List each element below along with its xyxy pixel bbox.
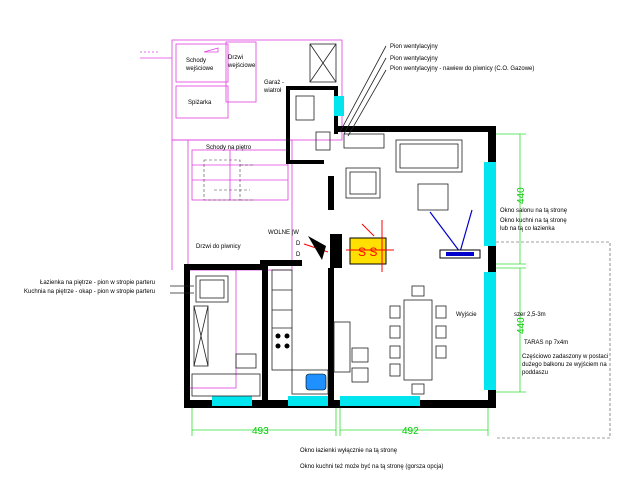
- label-kuchnia-pietro: Kuchnia na piętrze - okap - pion w strop…: [24, 289, 155, 295]
- label-okno-kuchni-1: Okno kuchni na tą stronę: [500, 218, 567, 224]
- dimension-right-width: 492: [402, 426, 419, 437]
- label-schody-na-pietro: Schody na piętro: [206, 145, 252, 151]
- upper-floor-outline: [140, 39, 343, 404]
- kitchen: [271, 269, 369, 395]
- label-small-d2: D: [296, 252, 301, 258]
- dimension-right-top-height: 440: [516, 187, 527, 204]
- dimension-left-width: 493: [252, 426, 269, 437]
- label-czesciowo-2: dużego balkonu ze wyjściem na: [522, 362, 607, 368]
- label-wyjscie: Wyjście: [456, 312, 477, 318]
- label-pion-3: Pion wentylacyjny - nawiew do piwnicy (C…: [390, 66, 534, 72]
- label-garaz-2: wiatroł: [263, 88, 282, 94]
- label-czesciowo-1: Częściowo zadaszony w postaci: [522, 354, 608, 360]
- living-furniture: [343, 133, 481, 259]
- stair-dashed: [203, 159, 255, 201]
- label-lazienka-pietro: Łazienka na piętrze - pion w stropie par…: [40, 280, 155, 286]
- terrace: [496, 241, 611, 439]
- label-wolne-w: WOLNE |W: [268, 230, 299, 236]
- label-taras: TARAS np 7x4m: [524, 340, 568, 346]
- bathroom: [191, 275, 261, 397]
- label-okno-kuchni-2: lub na tą co łazienka: [500, 226, 555, 232]
- label-okno-kuchni-bottom: Okno kuchni też może być na tą stronę (g…: [300, 464, 443, 470]
- label-schody-wejsciowe-2: wejściowe: [185, 66, 214, 72]
- label-spizarka: Spiżarka: [188, 100, 212, 106]
- label-okno-salonu: Okno salonu na tą stronę: [500, 208, 568, 214]
- label-drzwi-do-piwnicy: Drzwi do piwnicy: [196, 244, 241, 250]
- dimension-right-bottom-height: 440: [516, 317, 527, 334]
- windows: [212, 162, 496, 406]
- label-pion-2: Pion wentylacyjny: [390, 56, 438, 62]
- label-drzwi-wejsciowe-2: wejściowe: [227, 63, 256, 69]
- label-czesciowo-3: poddaszu: [522, 370, 548, 376]
- label-small-d1: D: [296, 241, 301, 247]
- label-schody-wejsciowe-1: Schody: [186, 58, 206, 64]
- label-szer: szer 2,5-3m: [514, 312, 546, 318]
- label-drzwi-wejsciowe-1: Drzwi: [228, 55, 243, 61]
- garage-walls: [286, 43, 344, 164]
- label-okno-lazienki: Okno łazienki wyłącznie na tą stronę: [300, 448, 398, 454]
- dimension-lines: [191, 133, 526, 436]
- label-pion-1: Pion wentylacyjny: [390, 44, 438, 50]
- dining-table: [389, 285, 447, 395]
- svg-text:S S: S S: [358, 245, 377, 259]
- fireplace: S S: [303, 220, 394, 272]
- pion-leaders: [170, 45, 387, 294]
- label-garaz-1: Garaż -: [264, 80, 284, 86]
